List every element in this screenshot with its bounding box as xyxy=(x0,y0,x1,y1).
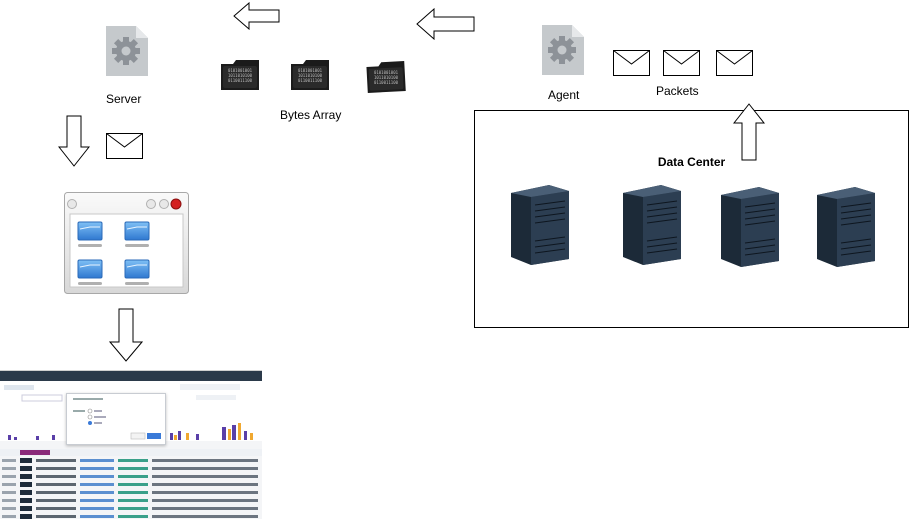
envelope-icon xyxy=(106,133,143,159)
agent-gear-document-icon xyxy=(542,25,584,75)
data-center-label: Data Center xyxy=(657,155,726,169)
packets-label: Packets xyxy=(656,84,699,98)
binary-folder-icon: 0101001001 1011010100 0110011100 xyxy=(291,60,329,90)
server-tower-icon xyxy=(817,187,875,267)
arrow-down-icon xyxy=(109,308,143,362)
arrow-down-icon xyxy=(58,115,90,167)
packet-analyzer-screenshot xyxy=(0,370,262,519)
binary-folder-icon: 0101001001 1011010100 0110011100 xyxy=(221,60,259,90)
screenshot-dialog xyxy=(66,393,166,445)
envelope-icon xyxy=(716,50,753,76)
envelope-icon xyxy=(613,50,650,76)
arrow-left-icon xyxy=(233,2,280,30)
svg-text:1011010100: 1011010100 xyxy=(298,73,323,78)
svg-text:0110011100: 0110011100 xyxy=(298,78,323,83)
binary-folder-icon: 0101001001 1011010100 0110011100 xyxy=(366,61,406,93)
svg-text:1011010100: 1011010100 xyxy=(374,75,399,80)
envelope-icon xyxy=(663,50,700,76)
svg-text:0101001001: 0101001001 xyxy=(228,68,253,73)
server-tower-icon xyxy=(721,187,779,267)
server-gear-document-icon xyxy=(106,26,148,76)
agent-label: Agent xyxy=(548,88,580,102)
arrow-up-icon xyxy=(733,103,765,161)
svg-text:0101001001: 0101001001 xyxy=(374,70,399,75)
server-tower-icon xyxy=(623,185,681,265)
svg-text:0101001001: 0101001001 xyxy=(298,68,323,73)
svg-text:1011010100: 1011010100 xyxy=(228,73,253,78)
bytes-array-label: Bytes Array xyxy=(280,108,342,122)
server-tower-icon xyxy=(511,185,569,265)
arrow-left-icon xyxy=(416,8,475,40)
screenshot-packet-rows xyxy=(0,449,262,519)
file-browser-window-icon xyxy=(64,192,189,294)
screenshot-tab-bar xyxy=(0,371,262,381)
svg-text:0110011100: 0110011100 xyxy=(374,80,399,85)
data-center-box: Data Center xyxy=(474,110,909,328)
server-label: Server xyxy=(106,92,142,106)
svg-text:0110011100: 0110011100 xyxy=(228,78,253,83)
